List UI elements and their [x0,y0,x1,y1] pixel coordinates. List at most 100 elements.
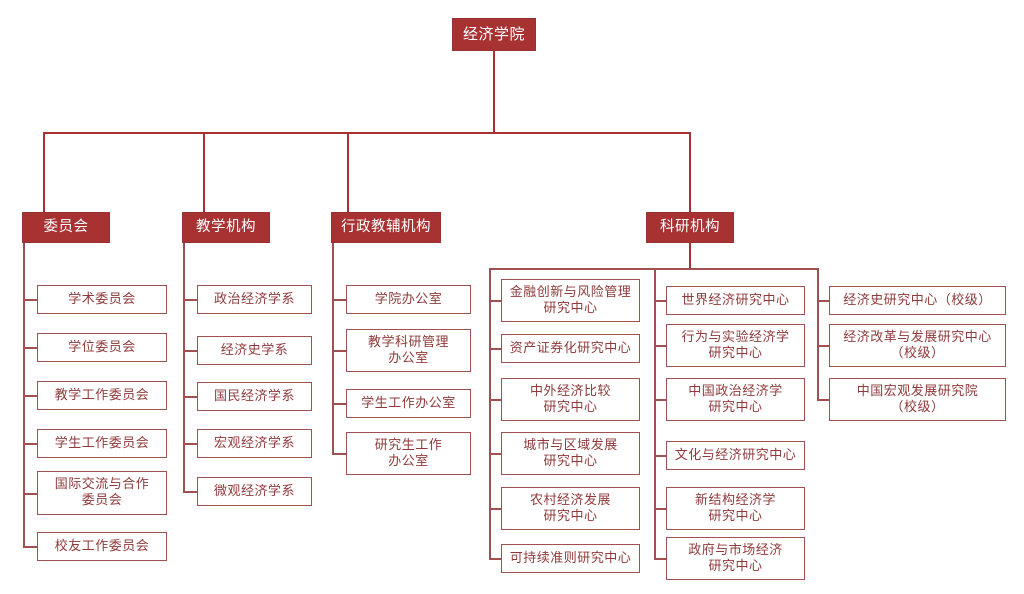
leaf-node[interactable]: 政府与市场经济 研究中心 [666,537,805,580]
node-label: 经济史学系 [220,342,289,358]
leaf-node[interactable]: 教学科研管理 办公室 [346,329,471,372]
leaf-node[interactable]: 学位委员会 [37,333,167,362]
leaf-node[interactable]: 金融创新与风险管理 研究中心 [501,279,640,322]
edge-drop-branch-4 [689,132,691,213]
edge-stub [654,300,666,302]
node-label: 经济学院 [462,25,525,44]
node-label: 中国宏观发展研究院 （校级） [856,383,979,415]
edge-stub [817,300,829,302]
node-label: 世界经济研究中心 [681,292,790,308]
edge-stub [489,348,501,350]
leaf-node[interactable]: 研究生工作 办公室 [346,432,471,475]
edge-stub [23,546,37,548]
edge-stub [183,299,197,301]
node-label: 教学工作委员会 [54,387,150,403]
edge-drop-branch-3 [347,132,349,213]
leaf-node[interactable]: 学院办公室 [346,285,471,314]
leaf-node[interactable]: 宏观经济学系 [197,429,312,458]
edge-research-stem [689,243,691,269]
edge-main-bus [43,132,690,134]
edge-spine-col3 [332,243,334,453]
leaf-node[interactable]: 世界经济研究中心 [666,286,805,315]
node-label: 城市与区域发展 研究中心 [523,437,618,469]
node-label: 新结构经济学 研究中心 [694,492,776,524]
leaf-node[interactable]: 经济史研究中心（校级） [829,286,1006,315]
node-label: 学生工作委员会 [54,435,150,451]
node-label: 学术委员会 [68,291,136,307]
edge-drop-branch-2 [203,132,205,213]
edge-stub [183,350,197,352]
node-label: 科研机构 [660,218,720,235]
edge-stub [23,347,37,349]
node-root-school[interactable]: 经济学院 [452,18,536,51]
leaf-node[interactable]: 学术委员会 [37,285,167,314]
edge-stub [654,455,666,457]
leaf-node[interactable]: 农村经济发展 研究中心 [501,487,640,530]
node-branch-committees[interactable]: 委员会 [22,212,110,243]
node-label: 国际交流与合作 委员会 [54,477,150,508]
leaf-node[interactable]: 政治经济学系 [197,285,312,314]
node-label: 学院办公室 [374,291,443,307]
edge-stub [332,403,346,405]
leaf-node[interactable]: 可持续准则研究中心 [501,544,640,573]
edge-stub [817,399,829,401]
edge-stub [332,453,346,455]
edge-stub [489,399,501,401]
node-label: 行政教辅机构 [341,218,431,235]
leaf-node[interactable]: 中外经济比较 研究中心 [501,378,640,421]
node-branch-administration[interactable]: 行政教辅机构 [331,212,441,243]
node-label: 中国政治经济学 研究中心 [688,383,783,415]
node-label: 教学科研管理 办公室 [367,334,449,366]
node-branch-teaching[interactable]: 教学机构 [182,212,270,243]
node-label: 经济史研究中心（校级） [843,292,992,308]
edge-spine-col5 [654,268,656,558]
leaf-node[interactable]: 中国政治经济学 研究中心 [666,378,805,421]
node-label: 文化与经济研究中心 [674,447,797,463]
edge-stub [23,395,37,397]
edge-stub [489,300,501,302]
edge-spine-col6 [817,268,819,400]
edge-spine-col1 [23,243,25,546]
node-label: 可持续准则研究中心 [509,550,632,566]
node-label: 行为与实验经济学 研究中心 [681,329,790,361]
node-label: 委员会 [43,218,89,235]
edge-stub [23,443,37,445]
leaf-node[interactable]: 资产证券化研究中心 [501,334,640,363]
edge-stub [654,399,666,401]
node-label: 金融创新与风险管理 研究中心 [509,284,632,316]
node-label: 经济改革与发展研究中心 （校级） [843,329,992,361]
edge-stub [23,493,37,495]
leaf-node[interactable]: 经济改革与发展研究中心 （校级） [829,324,1006,367]
edge-stub [332,350,346,352]
node-label: 中外经济比较 研究中心 [529,383,611,415]
leaf-node[interactable]: 新结构经济学 研究中心 [666,487,805,530]
leaf-node[interactable]: 微观经济学系 [197,477,312,506]
leaf-node[interactable]: 学生工作委员会 [37,429,167,458]
leaf-node[interactable]: 学生工作办公室 [346,389,471,418]
leaf-node[interactable]: 行为与实验经济学 研究中心 [666,324,805,367]
edge-stub [817,345,829,347]
node-label: 学生工作办公室 [361,395,456,411]
leaf-node[interactable]: 经济史学系 [197,336,312,365]
leaf-node[interactable]: 国民经济学系 [197,382,312,411]
edge-stub [183,396,197,398]
leaf-node[interactable]: 教学工作委员会 [37,381,167,410]
node-label: 政府与市场经济 研究中心 [688,542,783,574]
leaf-node[interactable]: 文化与经济研究中心 [666,441,805,470]
node-label: 教学机构 [196,218,256,235]
leaf-node[interactable]: 校友工作委员会 [37,532,167,561]
edge-stub [183,443,197,445]
leaf-node[interactable]: 国际交流与合作 委员会 [37,471,167,515]
edge-drop-branch-1 [43,132,45,213]
node-label: 校友工作委员会 [54,538,150,554]
edge-research-bus [489,268,818,270]
leaf-node[interactable]: 城市与区域发展 研究中心 [501,432,640,475]
edge-root-stem [493,51,495,133]
node-branch-research[interactable]: 科研机构 [646,212,734,243]
node-label: 宏观经济学系 [213,435,295,451]
edge-stub [489,453,501,455]
node-label: 学位委员会 [68,339,136,355]
leaf-node[interactable]: 中国宏观发展研究院 （校级） [829,378,1006,421]
node-label: 国民经济学系 [213,388,295,404]
